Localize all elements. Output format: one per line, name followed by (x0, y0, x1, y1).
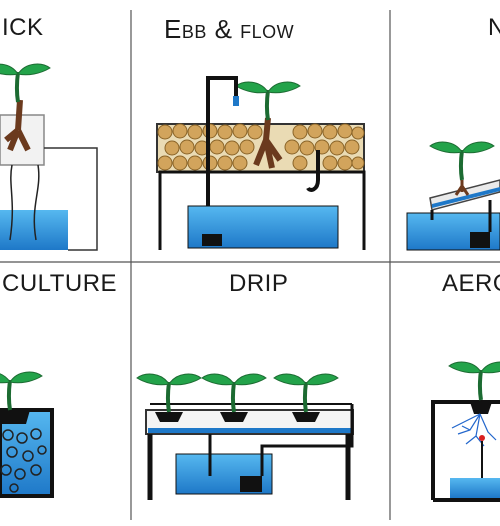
aero-net-cup (470, 402, 492, 414)
dwc-air-bubbles (0, 428, 47, 493)
nft-pump (470, 232, 490, 248)
wick-string (9, 164, 14, 241)
nft-water-film (432, 187, 500, 208)
dwc-plant-icon (0, 370, 44, 412)
wick-system (0, 62, 98, 251)
aero-roots (451, 413, 497, 447)
panel-title-aeroponics: AERO (442, 270, 500, 297)
aero-reservoir-water (450, 478, 500, 498)
aeroponics-system (431, 360, 500, 502)
dwc-reservoir-water (0, 408, 54, 498)
ebb-fill-pipe (206, 76, 238, 230)
drip-system (135, 372, 354, 500)
wick-frame (44, 147, 98, 251)
drip-plant-icon (135, 372, 203, 414)
ebb-roots (253, 117, 283, 169)
drip-tray-water (148, 428, 351, 433)
wick-plant-icon (0, 62, 52, 104)
panel-title-ebb-flow: Ebb & flow (164, 14, 295, 44)
panel-title-wick: ICK (2, 14, 44, 41)
drip-pump (240, 476, 262, 492)
aero-plant-icon (447, 360, 500, 402)
nft-system (406, 140, 500, 251)
wick-roots (4, 99, 31, 152)
panel-title-water-culture: CULTURE (2, 270, 118, 297)
ebb-pump (202, 234, 222, 246)
dwc-net-cup (0, 410, 30, 424)
drip-feed-pipe (260, 404, 354, 476)
panel-grid (0, 10, 500, 520)
ebb-clay-pebbles (157, 123, 365, 171)
drip-plant-icon (200, 372, 268, 414)
water-culture-system (0, 370, 54, 498)
ebb-drain-pipe (306, 150, 320, 192)
aero-mister (479, 435, 485, 441)
ebb-plant-icon (234, 80, 302, 122)
ebb-flow-system (156, 76, 366, 250)
ebb-water-drop (233, 96, 239, 106)
drip-plant-icon (272, 372, 340, 414)
nft-plant-icon (428, 140, 496, 182)
panel-title-drip: DRIP (229, 270, 289, 297)
wick-string (33, 164, 40, 241)
panel-title-nft: N (488, 14, 500, 41)
